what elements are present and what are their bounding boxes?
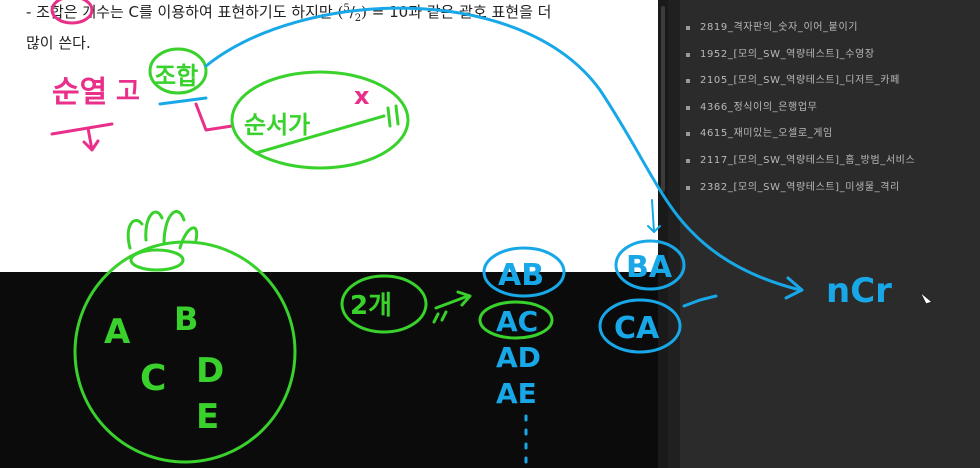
green-count-note: 2개 xyxy=(350,291,392,321)
bullet-icon xyxy=(686,26,690,30)
blue-check-stroke xyxy=(682,294,718,308)
ball-letter-b: B xyxy=(174,300,198,338)
pink-x-mark: x xyxy=(354,82,370,110)
pink-word-permutation: 순열 xyxy=(52,75,107,110)
problem-list-panel: 2819_격자판의_숫자_이어_붙이기 1952_[모의_SW_역량테스트]_수… xyxy=(668,0,980,468)
ball-letter-c: C xyxy=(140,358,166,399)
pink-bent-arrow-icon xyxy=(194,102,234,132)
binom-bottom: 2 xyxy=(354,13,362,24)
pink-down-arrow-icon xyxy=(82,126,100,152)
pink-underline xyxy=(50,122,114,136)
blue-small-arrow-icon xyxy=(647,199,661,233)
ball-letter-e: E xyxy=(196,397,219,437)
pair-ad: AD xyxy=(496,341,541,374)
blue-arrowhead-icon xyxy=(784,276,804,300)
bullet-icon xyxy=(686,52,690,57)
green-circle-count xyxy=(340,274,428,334)
text-line2: 많이 쓴다. xyxy=(26,34,91,52)
blue-circle-pair-ab xyxy=(482,246,566,298)
green-bag-knot xyxy=(129,248,185,272)
list-item[interactable]: 2105_[모의_SW_역량테스트]_디저트_카페 xyxy=(684,71,915,98)
list-item[interactable]: 4615_재미있는_오셀로_게임 xyxy=(684,124,915,151)
green-bag-circle xyxy=(73,240,297,464)
green-arrow-icon xyxy=(432,290,472,324)
pair-ac: AC xyxy=(496,305,538,338)
green-circle-combination xyxy=(148,47,208,95)
list-item-label: 1952_[모의_SW_역량테스트]_수영장 xyxy=(700,48,875,60)
problem-list: 2819_격자판의_숫자_이어_붙이기 1952_[모의_SW_역량테스트]_수… xyxy=(684,18,915,204)
pen-cursor-icon xyxy=(919,291,933,305)
blue-circle-pair-ca xyxy=(598,298,682,354)
green-note-order: 순서가 xyxy=(244,111,310,139)
list-item[interactable]: 1952_[모의_SW_역량테스트]_수영장 xyxy=(684,45,915,72)
green-tick-marks xyxy=(386,104,400,128)
list-item[interactable]: 4366_정식이의_은행업무 xyxy=(684,98,915,125)
scrollbar-thumb[interactable] xyxy=(661,6,665,192)
list-item-label: 4615_재미있는_오셀로_게임 xyxy=(700,128,833,140)
bullet-icon xyxy=(686,132,690,137)
list-item[interactable]: 2382_[모의_SW_역량테스트]_미생물_격리 xyxy=(684,178,915,205)
list-item[interactable]: 2117_[모의_SW_역량테스트]_홈_방범_서비스 xyxy=(684,151,915,178)
bullet-icon xyxy=(686,158,690,163)
panel-edge xyxy=(668,0,680,468)
text-line1-prefix: - 조합은 개수는 C를 이용하여 표현하기도 하지만 xyxy=(26,3,333,21)
bullet-icon xyxy=(686,105,690,110)
list-item-label: 2819_격자판의_숫자_이어_붙이기 xyxy=(700,22,859,33)
ball-letter-a: A xyxy=(104,312,131,352)
pink-word-connector: 고 xyxy=(116,77,140,107)
ball-letter-d: D xyxy=(196,351,224,391)
green-bag-tassel xyxy=(126,210,199,250)
pair-ab: AB xyxy=(498,258,544,293)
green-circle-pair-ac xyxy=(478,300,554,340)
blue-circle-pair-ba xyxy=(614,239,686,291)
vertical-scrollbar[interactable] xyxy=(658,0,668,468)
pair-ae: AE xyxy=(496,377,537,410)
list-item-label: 2382_[모의_SW_역량테스트]_미생물_격리 xyxy=(700,181,900,193)
blue-arc-arrow xyxy=(204,6,802,292)
binom-top: 5 xyxy=(343,3,350,14)
pair-ca: CA xyxy=(614,311,660,346)
pink-circle-mark xyxy=(50,0,94,25)
list-item[interactable]: 2819_격자판의_숫자_이어_붙이기 xyxy=(684,18,915,45)
blue-underline xyxy=(158,96,208,106)
green-word-combination: 조합 xyxy=(154,62,198,90)
list-item-label: 2105_[모의_SW_역량테스트]_디저트_카페 xyxy=(700,75,900,87)
list-item-label: 4366_정식이의_은행업무 xyxy=(700,101,818,113)
pair-ba: BA xyxy=(626,250,673,285)
green-ellipse-note xyxy=(230,70,410,170)
bullet-icon xyxy=(686,185,690,190)
formula-nCr: nCr xyxy=(826,271,892,311)
bullet-icon xyxy=(686,79,690,84)
list-item-label: 2117_[모의_SW_역량테스트]_홈_방범_서비스 xyxy=(700,154,916,166)
green-strike-line xyxy=(254,114,386,155)
